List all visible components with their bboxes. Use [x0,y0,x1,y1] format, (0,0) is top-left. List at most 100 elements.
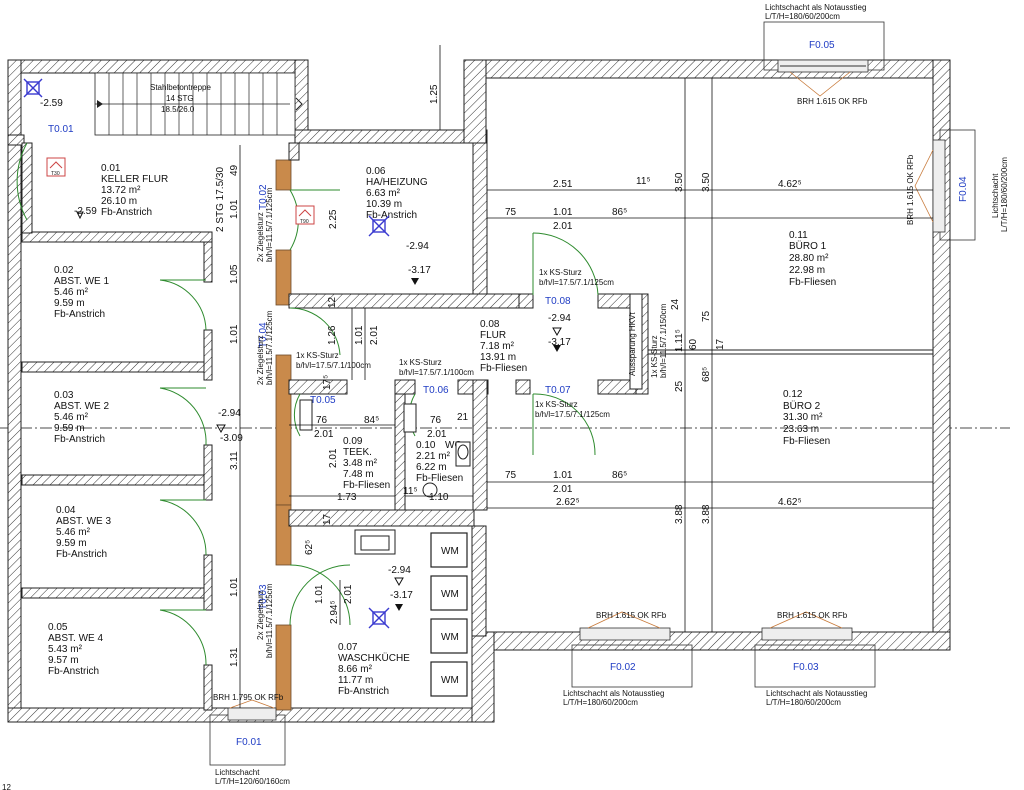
dim-115: 11⁵ [636,176,651,187]
level-markers: -2.59 -2.94 -3.17 -2.94 -3.09 -2.94 -3.1… [74,206,571,611]
room-finish: Fb-Fliesen [789,277,836,288]
door-id-t007: T0.07 [545,385,571,396]
room-area: 31.30 m² [783,412,823,423]
dim-865b: 86⁵ [612,470,627,481]
room-perimeter: 9.59 m [54,423,85,434]
window-id-f003: F0.03 [793,662,819,673]
room-0.09: 0.09 TEEK. 3.48 m² 7.48 m Fb-Fliesen [343,436,390,491]
room-area: 6.63 m² [366,188,401,199]
level-wk-1: -2.94 [388,565,411,576]
brh-right: BRH 1.615 OK RFb [906,154,915,225]
level-buero-2: -3.17 [548,337,571,348]
room-finish: Fb-Anstrich [54,434,105,445]
dim-12: 12 [327,296,338,308]
room-number: 0.03 [54,390,74,401]
sink-icon [354,529,396,555]
dim-101b: 1.01 [553,470,573,481]
window-id-f001: F0.01 [236,737,262,748]
room-perimeter: 13.91 m [480,352,516,363]
door-id-t001: T0.01 [48,124,74,135]
room-0.04: 0.04 ABST. WE 3 5.46 m² 9.59 m Fb-Anstri… [56,505,111,560]
teek-sink-icon [299,399,417,433]
room-name: HA/HEIZUNG [366,177,428,188]
dim-350b: 3.50 [701,172,712,192]
room-number: 0.01 [101,163,121,174]
detector-icon-ha [368,215,390,237]
room-area: 5.46 m² [54,412,89,423]
dim-60: 60 [688,338,699,350]
window-well-f001 [209,699,286,766]
lintel-t002-a: 2x Ziegelsturz [256,212,265,262]
lightwell-f003-size: L/T/H=180/60/200cm [766,698,841,707]
level-stair: -2.59 [40,98,63,109]
room-number: 0.05 [48,622,68,633]
stair-detector-icon [23,78,43,98]
room-name: WC [445,440,462,451]
dim-201c: 2.01 [314,429,334,440]
dim-4625a: 4.62⁵ [778,179,802,190]
room-number: 0.07 [338,642,358,653]
dim-350a: 3.50 [674,172,685,192]
room-0.07: 0.07 WASCHKÜCHE 8.66 m² 11.77 m Fb-Anstr… [338,642,410,697]
level-buero-1: -2.94 [548,313,571,324]
room-0.10: 0.10 WC 2.21 m² 6.22 m Fb-Fliesen [416,440,463,484]
dim-17b: 17 [322,513,333,525]
stair-steps: 14 STG [166,94,194,103]
window-id-f004: F0.04 [958,176,969,202]
wm-label-2: WM [441,589,459,600]
lightwell-f002-label: Lichtschacht als Notausstieg [563,689,664,698]
room-area: 8.66 m² [338,664,373,675]
wc-icon [422,441,471,498]
aussparung-box [629,293,643,390]
room-finish: Fb-Anstrich [101,207,152,218]
door-id-t002: T0.02 [258,184,269,210]
room-finish: Fb-Fliesen [783,436,830,447]
dim-2945: 2.94⁵ [329,600,340,624]
window-well-f002 [571,611,693,688]
dim-101v5: 1.01 [314,584,325,604]
room-number: 0.04 [56,505,76,516]
room-perimeter: 23.63 m [783,424,819,435]
lightwell-f001-size: L/T/H=120/60/160cm [215,777,290,786]
dim-25: 25 [674,380,685,392]
lintel-ks1-b: b/h/l=17.5/7.1/100cm [296,361,371,370]
lightwell-top-size: L/T/H=180/60/200cm [765,12,840,21]
dim-131: 1.31 [229,647,240,667]
room-number: 0.08 [480,319,500,330]
room-number: 0.09 [343,436,363,447]
dim-865a: 86⁵ [612,207,627,218]
dim-101v3: 1.01 [229,577,240,597]
room-0.01: 0.01 KELLER FLUR 13.72 m² 26.10 m Fb-Ans… [101,163,168,218]
door-id-t005: T0.05 [310,395,336,406]
window-well-f004 [914,129,976,241]
interior-walls [21,142,933,711]
room-0.12: 0.12 BÜRO 2 31.30 m² 23.63 m Fb-Fliesen [783,389,830,447]
dim-625: 62⁵ [304,540,315,555]
room-area: 7.18 m² [480,341,515,352]
room-number: 0.12 [783,389,803,400]
room-area: 5.43 m² [48,644,83,655]
dim-24: 24 [670,298,681,310]
dim-110: 1.10 [429,492,449,503]
dim-top-125: 1.25 [429,84,440,104]
dim-4625b: 4.62⁵ [778,497,802,508]
lightwell-f001-label: Lichtschacht [215,768,260,777]
room-finish: Fb-Fliesen [343,480,390,491]
room-name: KELLER FLUR [101,174,168,185]
room-perimeter: 10.39 m [366,199,402,210]
t30-label: T30 [51,171,60,177]
stair-dim-label: 2 STG 17.5/30 [215,167,226,232]
dim-21: 21 [457,412,469,423]
room-area: 5.46 m² [56,527,91,538]
dim-75b: 75 [505,470,517,481]
room-0.02: 0.02 ABST. WE 1 5.46 m² 9.59 m Fb-Anstri… [54,265,109,320]
room-area: 3.48 m² [343,458,378,469]
t90-label: T90 [300,219,309,225]
room-name: WASCHKÜCHE [338,652,410,664]
lintel-ks4-a: 1x KS-Sturz [535,400,578,409]
window-well-f005 [763,21,885,97]
room-0.11: 0.11 BÜRO 1 28.80 m² 22.98 m Fb-Fliesen [789,230,836,288]
room-name: FLUR [480,330,506,341]
dim-2625: 2.62⁵ [556,497,580,508]
